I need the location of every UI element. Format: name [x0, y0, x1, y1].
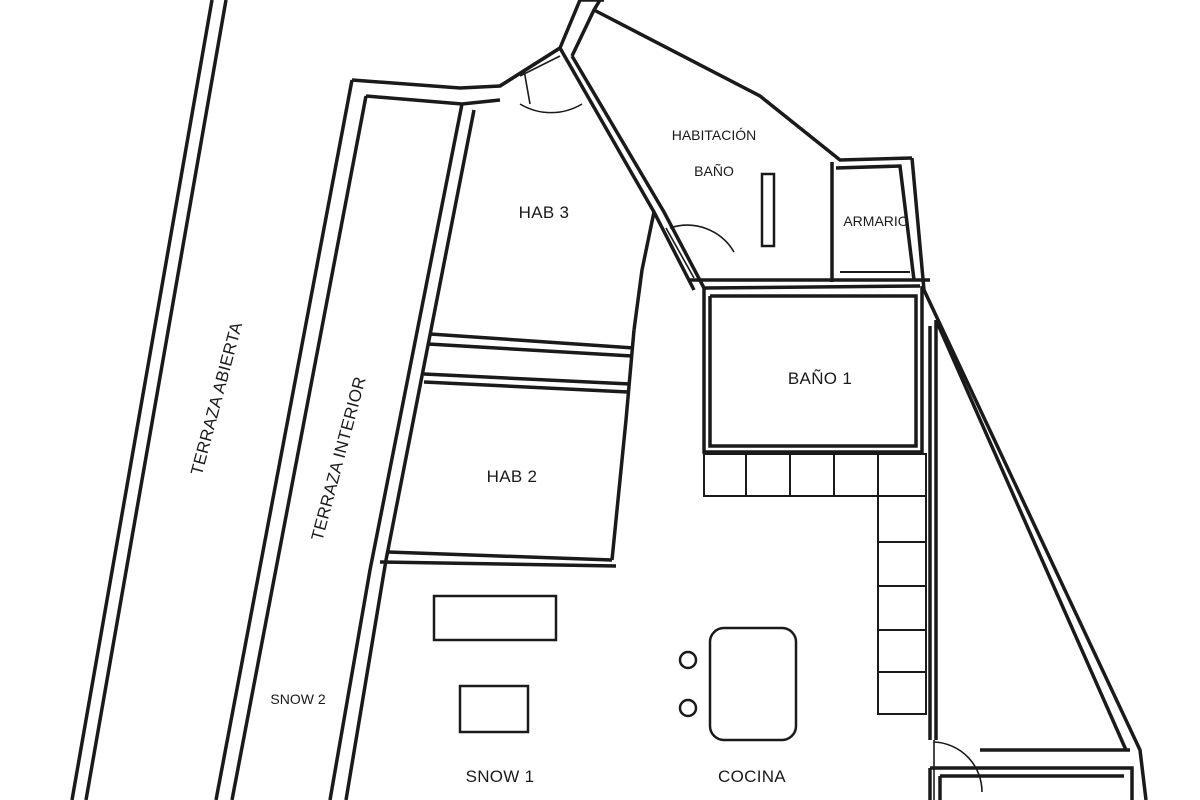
- terraza-abierta-area: [70, 0, 228, 800]
- terraza-abierta-outer-wall: [70, 0, 214, 800]
- terraza-interior-area: [214, 46, 561, 800]
- habitacion-bano-area: [499, 0, 930, 291]
- terraza-interior-top-wall-inner: [365, 94, 501, 106]
- snow1-furniture: [432, 594, 558, 734]
- door-cocina-swing: [933, 741, 983, 793]
- right-outer-wall: [922, 289, 1148, 800]
- label-armario: ARMARIO: [843, 213, 908, 229]
- terraza-interior-inner-wall: [328, 103, 464, 800]
- cocina-furniture: [678, 626, 798, 742]
- hab2-room: [379, 329, 636, 568]
- sofa: [432, 594, 558, 642]
- habitacion-wardrobe: [760, 172, 776, 248]
- label-cocina: COCINA: [718, 767, 786, 786]
- hab2-bottom-wall: [387, 550, 613, 562]
- door-habitacion: [665, 224, 735, 279]
- terraza-interior-outer-wall-inner: [230, 95, 368, 800]
- kitchen-island: [708, 626, 798, 742]
- bottom-right-room-top: [930, 766, 1134, 800]
- label-snow2: SNOW 2: [270, 691, 325, 707]
- stairs-side-run: [877, 495, 927, 715]
- label-bano1: BAÑO 1: [788, 369, 852, 388]
- habitacion-bottom-wall: [703, 284, 921, 290]
- hab3-room: [427, 211, 656, 358]
- label-terraza-interior: TERRAZA INTERIOR: [308, 374, 370, 542]
- hab3-right-wall: [632, 211, 656, 331]
- bano1-room: [702, 286, 924, 454]
- habitacion-top-wall: [593, 8, 913, 162]
- right-outer-wall-inner: [934, 319, 1128, 751]
- door-habitacion-leaf: [665, 227, 695, 279]
- staircase: [703, 453, 927, 715]
- entry-wall-left: [499, 0, 582, 88]
- label-hab3: HAB 3: [519, 203, 570, 222]
- door-entry-swing: [519, 103, 583, 114]
- hab2-top-wall: [423, 372, 631, 386]
- armario-right-wall: [910, 157, 926, 291]
- label-hab2: HAB 2: [487, 467, 538, 486]
- door-entry-leaf: [519, 55, 561, 77]
- door-cocina: [933, 740, 983, 800]
- hab3-bottom-wall: [429, 332, 635, 350]
- door-entry: [519, 55, 583, 114]
- coffee-table: [458, 684, 530, 734]
- label-habitacion-bano: BAÑO: [694, 163, 734, 179]
- hab2-bottom-wall-b: [379, 560, 617, 568]
- terraza-interior-outer-wall: [214, 79, 354, 800]
- door-entry-jamb: [523, 69, 531, 105]
- habitacion-left-wall-inner: [570, 55, 706, 289]
- terraza-interior-inner-wall-b: [344, 109, 476, 800]
- bar-stool: [678, 698, 698, 718]
- bano1-walls-inner: [708, 294, 918, 448]
- bano1-walls: [702, 286, 924, 454]
- terraza-abierta-outer-wall-inner: [84, 0, 228, 800]
- hab3-bottom-wall-b: [427, 342, 633, 358]
- habitacion-left-wall: [558, 47, 696, 291]
- label-terraza-abierta: TERRAZA ABIERTA: [187, 320, 246, 478]
- label-snow1: SNOW 1: [466, 767, 535, 786]
- door-habitacion-swing: [669, 224, 735, 253]
- stairs-top-run: [703, 453, 927, 497]
- armario-inner-wall: [835, 164, 916, 281]
- hab2-right-wall: [610, 329, 636, 561]
- right-wing: [922, 289, 1148, 800]
- hab2-top-wall-b: [423, 380, 629, 394]
- label-habitacion: HABITACIÓN: [672, 127, 757, 143]
- bar-stool: [678, 650, 698, 670]
